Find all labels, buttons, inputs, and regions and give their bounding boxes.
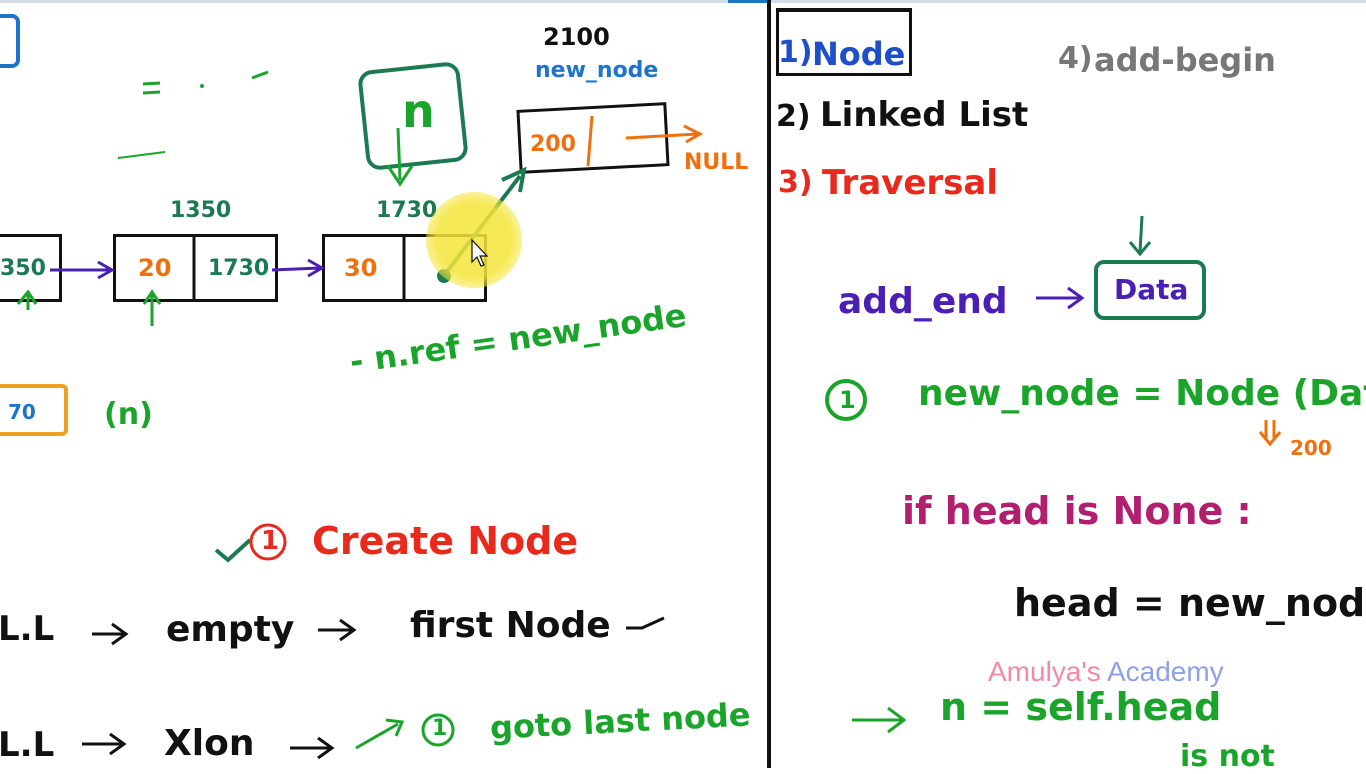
node-3-data: 30 [344, 254, 378, 282]
topic-1-node: Node [812, 35, 906, 73]
watermark-part-2: Academy [1106, 656, 1224, 687]
window-top-bar [0, 0, 1366, 3]
cursor-highlight [426, 192, 522, 288]
node-1-box [0, 234, 62, 302]
node-2-box [113, 234, 278, 302]
topic-3-number: 3) [778, 165, 813, 200]
new-node-data: 200 [530, 132, 576, 157]
create-node-step-number: 1 [261, 526, 280, 556]
watermark-amulya: Amulya's Academy [988, 656, 1224, 688]
address-1730: 1730 [376, 198, 438, 223]
null-label: NULL [684, 150, 749, 175]
data-box [1094, 260, 1206, 320]
n-self-head: n = self.head [940, 685, 1222, 729]
ll-empty-rhs: first Node [410, 605, 611, 646]
head-assignment: head = new_node [1014, 581, 1366, 625]
watermark-part-1: Amulya's [988, 656, 1101, 687]
topic-2-linked-list: Linked List [820, 95, 1029, 135]
window-top-bar-accent [728, 0, 770, 3]
create-node-heading: Create Node [312, 519, 579, 563]
ll-empty-lhs: L.L [0, 609, 55, 649]
topic-3-traversal: Traversal [822, 163, 998, 203]
orange-box-fragment [0, 384, 68, 436]
n-pointer-label: n [402, 84, 435, 138]
node-2-data: 20 [138, 254, 172, 282]
topic-1-number: 1) [778, 35, 813, 70]
topic-4-number: 4) [1058, 41, 1093, 76]
panel-divider [767, 0, 771, 768]
data-box-label: Data [1114, 273, 1189, 306]
ll-xlon-mid: Xlon [164, 723, 255, 764]
address-2100: 2100 [543, 23, 610, 51]
if-head-is-none: if head is None : [902, 489, 1252, 533]
blue-box-fragment [0, 14, 20, 68]
node-2-ref: 1730 [208, 256, 270, 281]
bottom-fragment: is not [1180, 739, 1275, 774]
node-heading-box [776, 8, 912, 76]
orange-box-value: 70 [8, 400, 36, 424]
ll-xlon-lhs: L.L [0, 725, 55, 765]
node-1-ref: 350 [0, 256, 46, 281]
add-end-label: add_end [838, 281, 1008, 322]
step-1-number: 1 [839, 386, 856, 414]
goto-step-number: 1 [432, 716, 448, 741]
topic-2-number: 2) [776, 99, 811, 134]
new-node-label: new_node [535, 58, 659, 83]
address-1350: 1350 [170, 198, 232, 223]
ll-empty-mid: empty [166, 609, 295, 650]
topic-4-add-begin: add-begin [1094, 41, 1276, 79]
address-200: 200 [1290, 436, 1332, 460]
paren-n-label: (n) [104, 397, 153, 432]
new-node-statement: new_node = Node (Data) [918, 373, 1366, 414]
